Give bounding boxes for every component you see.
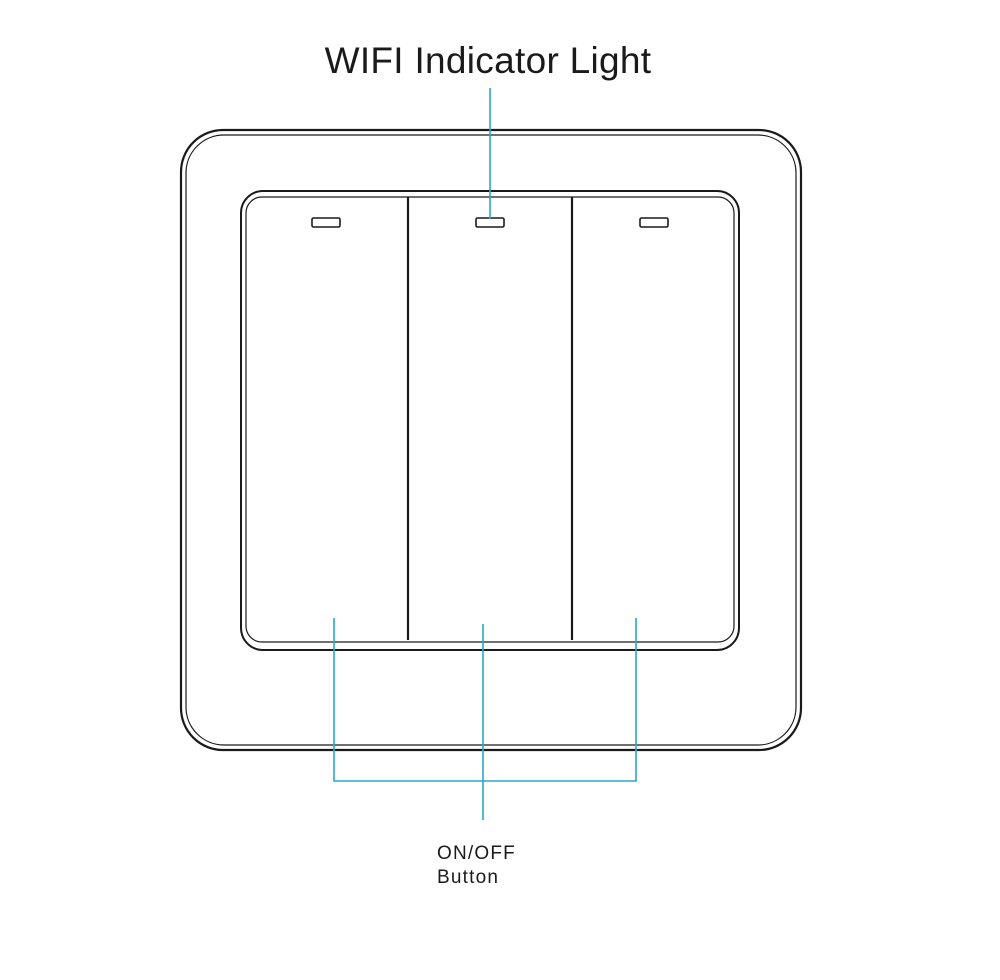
indicator-light-left — [311, 217, 341, 228]
indicator-light-right — [639, 217, 669, 228]
onoff-button-label-line2: Button — [437, 867, 500, 888]
faceplate-inner-edge — [185, 134, 797, 746]
onoff-button-label: ON/OFF Button — [437, 842, 516, 890]
faceplate — [179, 128, 803, 752]
wifi-indicator-light-label: WIFI Indicator Light — [324, 40, 652, 81]
switch-button-left[interactable] — [249, 200, 406, 638]
indicator-light-middle — [475, 217, 505, 228]
switch-button-middle[interactable] — [410, 200, 570, 638]
onoff-callout-lines — [333, 618, 637, 820]
switch-button-right[interactable] — [574, 200, 731, 638]
onoff-button-label-line1: ON/OFF — [437, 843, 516, 864]
faceplate-outer-edge — [179, 128, 803, 752]
